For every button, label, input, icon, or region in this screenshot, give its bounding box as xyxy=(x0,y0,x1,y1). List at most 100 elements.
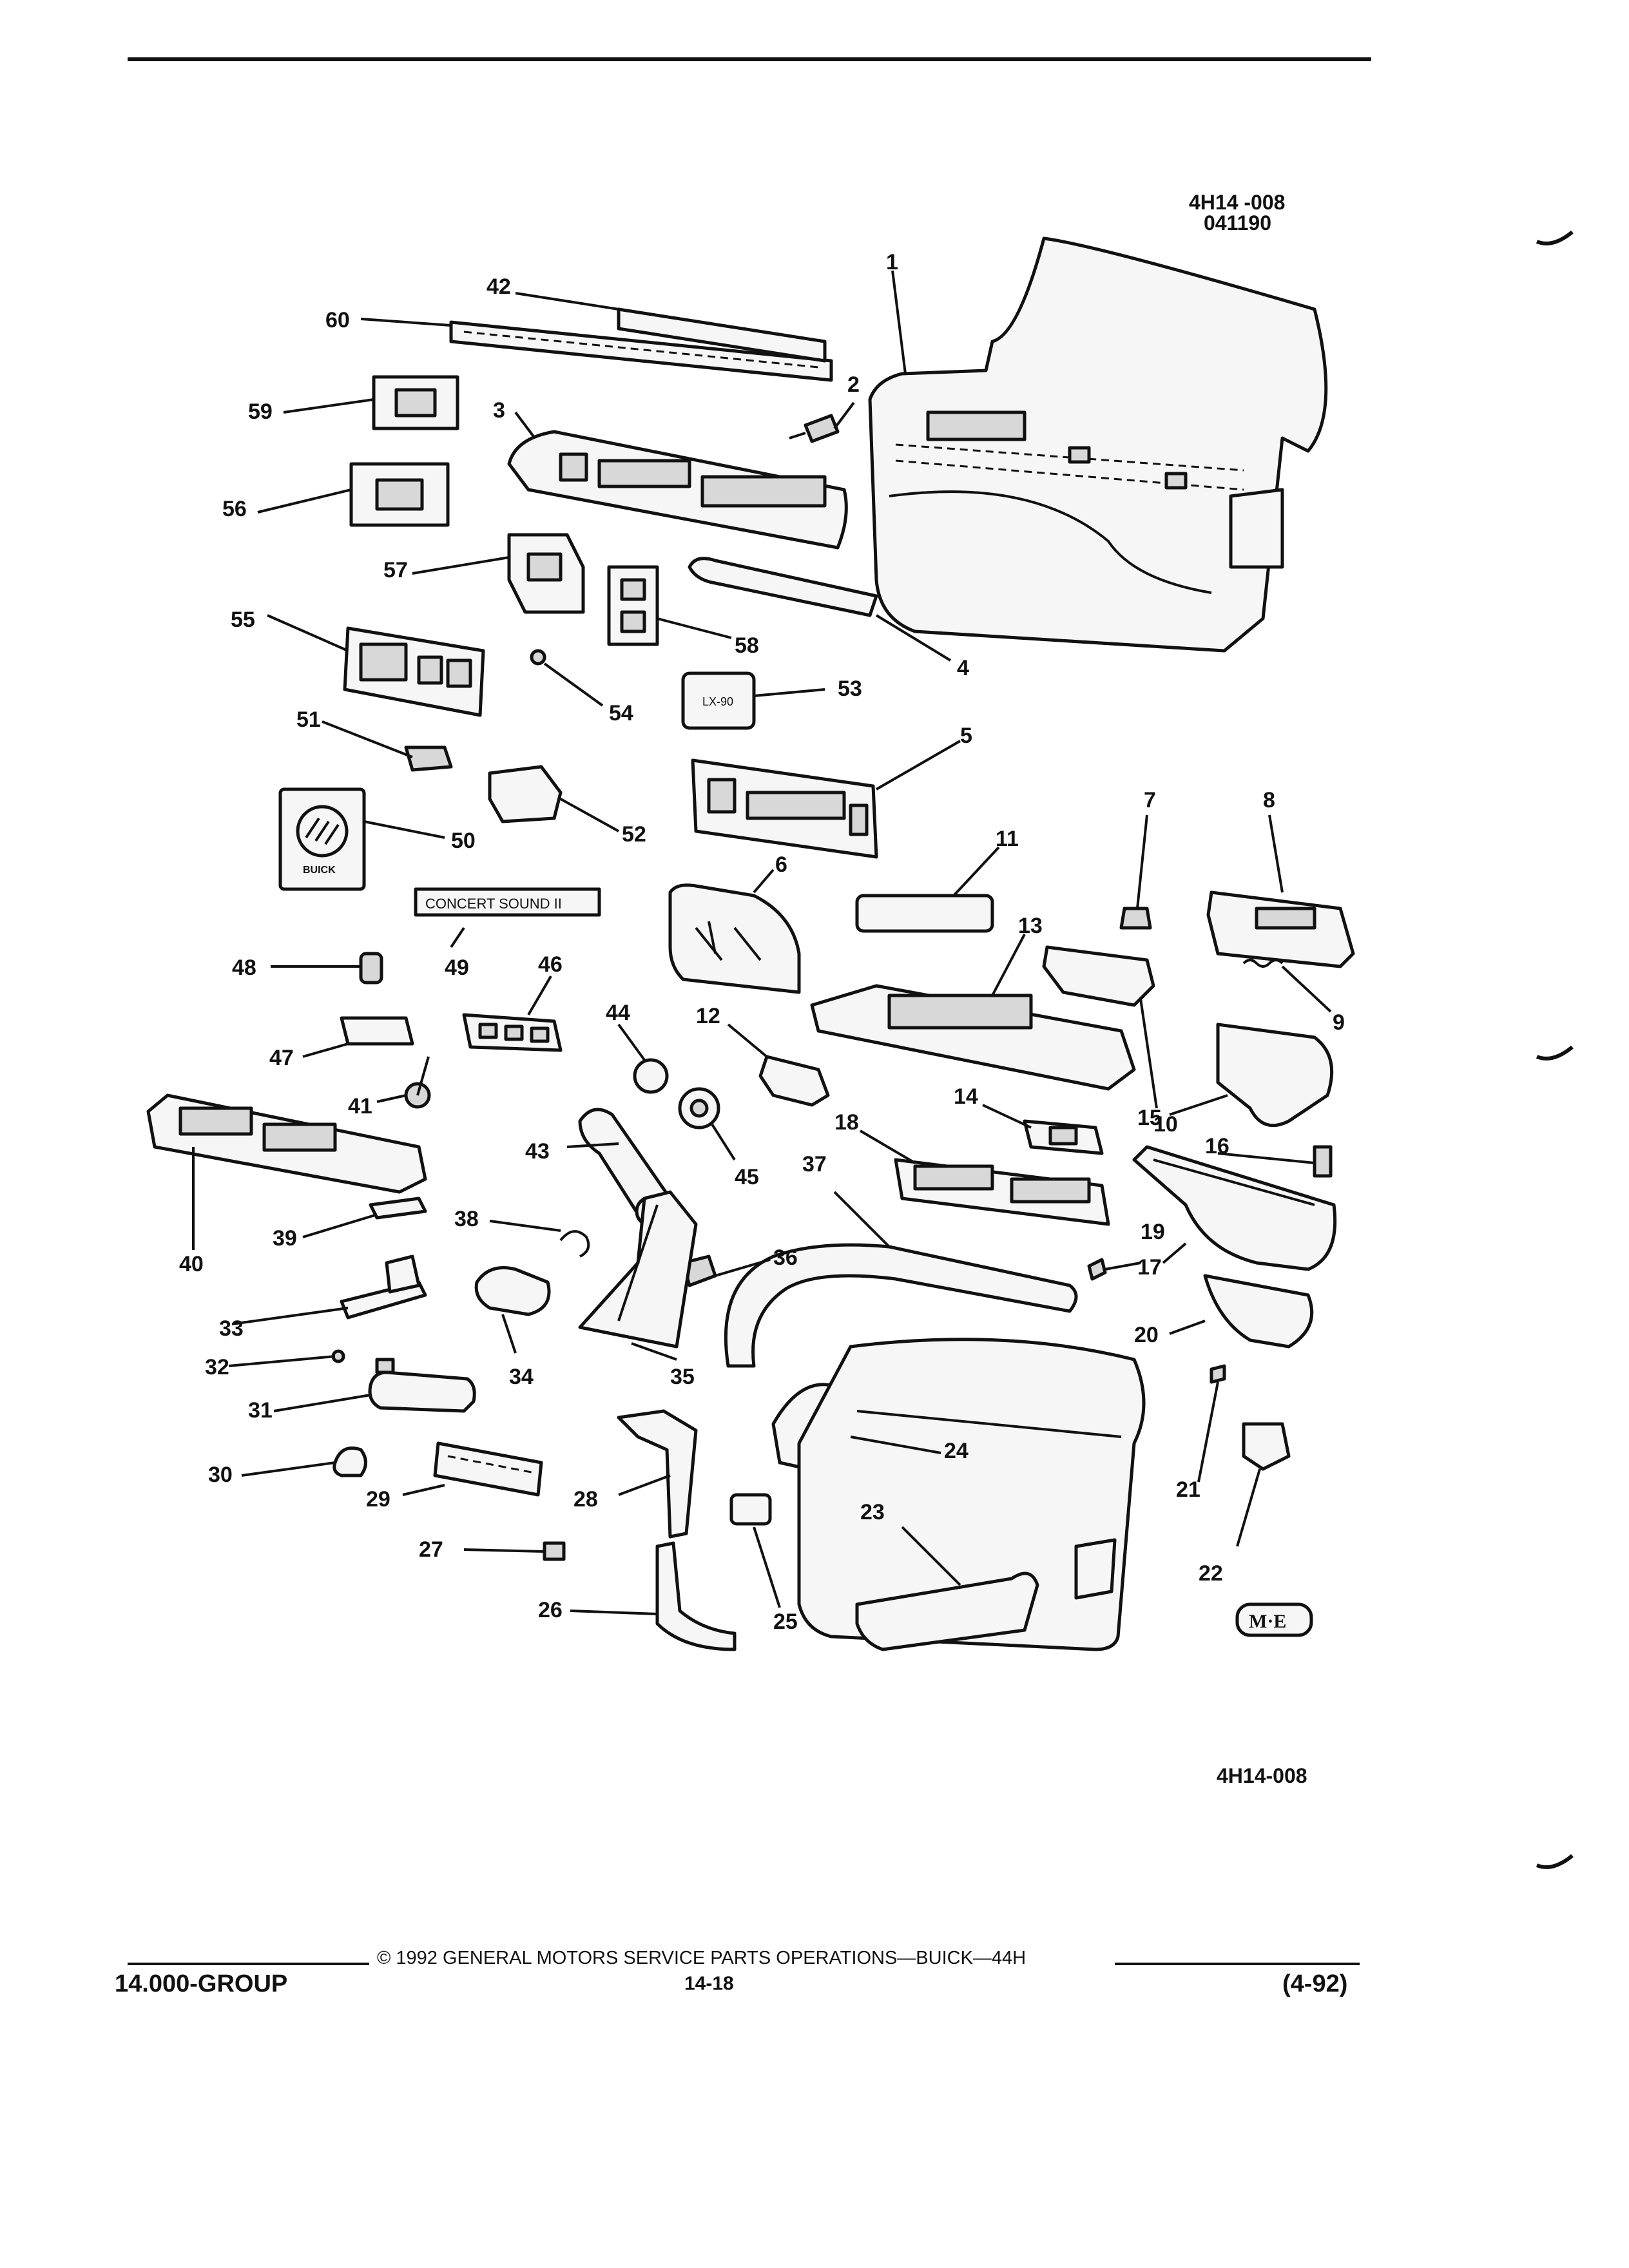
part-rear-quarter-panel xyxy=(797,1338,1146,1651)
callout-28: 28 xyxy=(574,1487,598,1512)
part-clip-51 xyxy=(404,745,453,772)
callout-37: 37 xyxy=(802,1152,827,1177)
part-screw-2 xyxy=(789,414,840,443)
callout-35: 35 xyxy=(670,1365,695,1389)
part-bracket-33 xyxy=(340,1254,427,1320)
part-knob-41 xyxy=(404,1056,431,1109)
part-buick-emblem-50: BUICK xyxy=(278,787,366,891)
callout-1: 1 xyxy=(886,250,898,274)
part-plate-56 xyxy=(349,462,450,527)
part-upper-molding-60 xyxy=(449,320,833,382)
callout-33: 33 xyxy=(219,1316,244,1341)
callout-24: 24 xyxy=(944,1439,969,1463)
callout-6: 6 xyxy=(775,852,787,877)
part-garnish-molding-37 xyxy=(724,1243,1078,1368)
part-knob-48 xyxy=(359,952,383,985)
callout-51: 51 xyxy=(296,707,321,732)
part-escutcheon-45 xyxy=(678,1087,720,1129)
part-trim-20 xyxy=(1203,1274,1314,1349)
part-console-side-17 xyxy=(1132,1145,1337,1271)
part-lamp-31 xyxy=(368,1358,476,1413)
callout-17: 17 xyxy=(1137,1255,1162,1280)
callout-32: 32 xyxy=(205,1355,229,1379)
footer-group: 14.000-GROUP xyxy=(115,1970,288,1997)
callout-50: 50 xyxy=(451,829,476,853)
callout-54: 54 xyxy=(609,701,633,726)
switch-53-label: LX-90 xyxy=(702,695,733,708)
part-molding-42 xyxy=(617,307,827,363)
leader-lines xyxy=(192,270,1332,1615)
footer-rule-right xyxy=(1115,1963,1360,1965)
part-bezel-5 xyxy=(691,758,878,859)
callout-59: 59 xyxy=(248,399,273,424)
footer-copyright: © 1992 GENERAL MOTORS SERVICE PARTS OPER… xyxy=(377,1948,1027,1968)
callout-49: 49 xyxy=(445,956,469,980)
part-switch-58 xyxy=(607,565,659,646)
callout-36: 36 xyxy=(773,1245,798,1270)
footer-page-number: 14-18 xyxy=(684,1973,734,1994)
part-switch-plate-6 xyxy=(668,883,801,994)
callout-25: 25 xyxy=(773,1610,798,1634)
callout-18: 18 xyxy=(834,1110,859,1135)
part-door-trim-panel xyxy=(868,236,1328,653)
callout-38: 38 xyxy=(454,1207,479,1231)
callout-11: 11 xyxy=(996,827,1019,851)
part-plate-59 xyxy=(372,375,459,430)
callout-42: 42 xyxy=(487,274,511,299)
figure-ref-code: 4H14 -008 xyxy=(1189,191,1286,214)
callout-29: 29 xyxy=(366,1487,390,1512)
figure-ref-date: 041190 xyxy=(1204,211,1272,235)
part-switch-46 xyxy=(462,1013,563,1052)
callout-56: 56 xyxy=(222,497,247,521)
part-pillar-35 xyxy=(578,1190,698,1349)
part-bezel-3 xyxy=(507,430,848,550)
part-cup-holder-8 xyxy=(1206,890,1355,968)
callout-58: 58 xyxy=(735,633,759,658)
part-speaker-grille-34 xyxy=(474,1266,551,1316)
part-screw-21 xyxy=(1210,1364,1226,1384)
me-logo: M·E xyxy=(1235,1602,1313,1637)
part-kick-panel-26 xyxy=(655,1541,737,1651)
callout-39: 39 xyxy=(273,1226,297,1251)
buick-emblem-text: BUICK xyxy=(303,865,336,876)
concert-sound-text: CONCERT SOUND II xyxy=(425,896,562,912)
part-clip-25 xyxy=(729,1493,772,1526)
part-pull-handle-4 xyxy=(688,557,878,617)
part-console-15 xyxy=(1216,1023,1334,1128)
callout-34: 34 xyxy=(509,1365,534,1389)
part-switch-47 xyxy=(340,1016,414,1046)
callout-19: 19 xyxy=(1141,1220,1165,1244)
part-clip-16 xyxy=(1313,1145,1333,1178)
callout-9: 9 xyxy=(1333,1010,1345,1035)
footer-rule-left xyxy=(128,1963,369,1965)
callout-45: 45 xyxy=(735,1165,759,1189)
part-armrest-base-40 xyxy=(146,1093,427,1194)
part-lock-12 xyxy=(758,1055,830,1107)
part-concert-sound-badge-49: CONCERT SOUND II xyxy=(414,887,601,917)
callout-52: 52 xyxy=(622,822,646,847)
part-clip-39 xyxy=(369,1196,427,1220)
callout-57: 57 xyxy=(383,558,408,582)
callout-20: 20 xyxy=(1134,1323,1159,1347)
part-spring-9 xyxy=(1242,959,1284,968)
part-armrest-13 xyxy=(810,984,1136,1091)
callout-53: 53 xyxy=(838,677,862,701)
callout-2: 2 xyxy=(847,372,860,397)
callout-30: 30 xyxy=(208,1463,233,1487)
callout-55: 55 xyxy=(231,608,255,632)
callout-8: 8 xyxy=(1263,788,1275,812)
part-pocket-10 xyxy=(1042,945,1155,1007)
callout-47: 47 xyxy=(269,1046,294,1070)
part-step-plate-29 xyxy=(433,1441,543,1497)
part-grommet-30 xyxy=(333,1446,367,1477)
callout-46: 46 xyxy=(538,952,563,977)
callout-21: 21 xyxy=(1176,1477,1200,1502)
part-switch-14 xyxy=(1023,1119,1104,1155)
callout-12: 12 xyxy=(696,1004,720,1028)
top-rule xyxy=(128,57,1371,61)
callout-13: 13 xyxy=(1018,914,1043,938)
callout-31: 31 xyxy=(248,1398,273,1423)
part-switch-53: LX-90 xyxy=(681,671,756,730)
